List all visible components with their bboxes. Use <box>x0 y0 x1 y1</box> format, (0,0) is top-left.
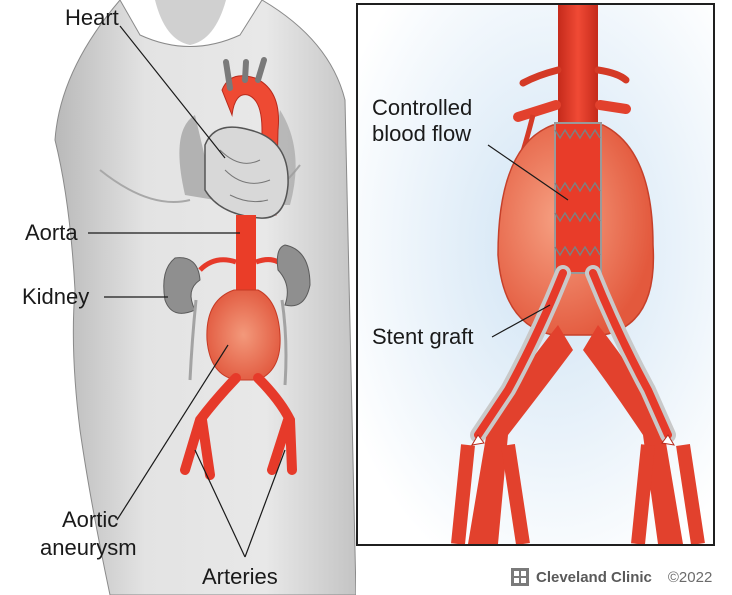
cleveland-clinic-logo-icon <box>511 568 529 586</box>
upper-aorta <box>558 5 598 125</box>
controlled-blood-flow-label-line1: Controlled <box>372 95 473 120</box>
renal-artery-right <box>595 100 631 114</box>
torso-body <box>54 0 356 595</box>
arteries-label: Arteries <box>202 564 278 589</box>
stent-graft-panel: Controlled blood flow Stent graft <box>356 3 715 546</box>
brand-name: Cleveland Clinic <box>536 568 652 586</box>
aortic-aneurysm-label-line1: Aortic <box>62 507 119 532</box>
stent-rings <box>554 128 601 257</box>
aorta-label: Aorta <box>25 220 78 245</box>
descending-aorta <box>236 215 256 300</box>
controlled-blood-flow-label-line2: blood flow <box>372 121 472 146</box>
heart-label: Heart <box>65 5 119 30</box>
renal-artery-left <box>513 100 561 122</box>
flow-arrow-left <box>471 434 485 446</box>
copyright-text: ©2022 <box>667 568 713 586</box>
stent-graft-label: Stent graft <box>372 324 474 349</box>
aneurysm-left <box>206 289 281 381</box>
torso-illustration <box>54 0 356 595</box>
stent-graft-illustration <box>358 5 713 544</box>
heart <box>204 126 289 219</box>
kidney-label: Kidney <box>22 284 90 309</box>
leader-lines <box>88 25 286 558</box>
kidney-right <box>276 244 311 307</box>
iliac-artery-left <box>468 325 573 544</box>
neck <box>155 0 226 45</box>
iliac-arteries <box>180 373 297 480</box>
aortic-aneurysm-label-line2: aneurysm <box>40 535 137 560</box>
stent-graft-body <box>554 122 602 274</box>
credit-footer: Cleveland Clinic ©2022 <box>510 567 712 587</box>
panel-leader-lines <box>487 144 569 338</box>
flow-arrow-right <box>661 434 675 446</box>
iliac-artery-right <box>583 325 683 544</box>
